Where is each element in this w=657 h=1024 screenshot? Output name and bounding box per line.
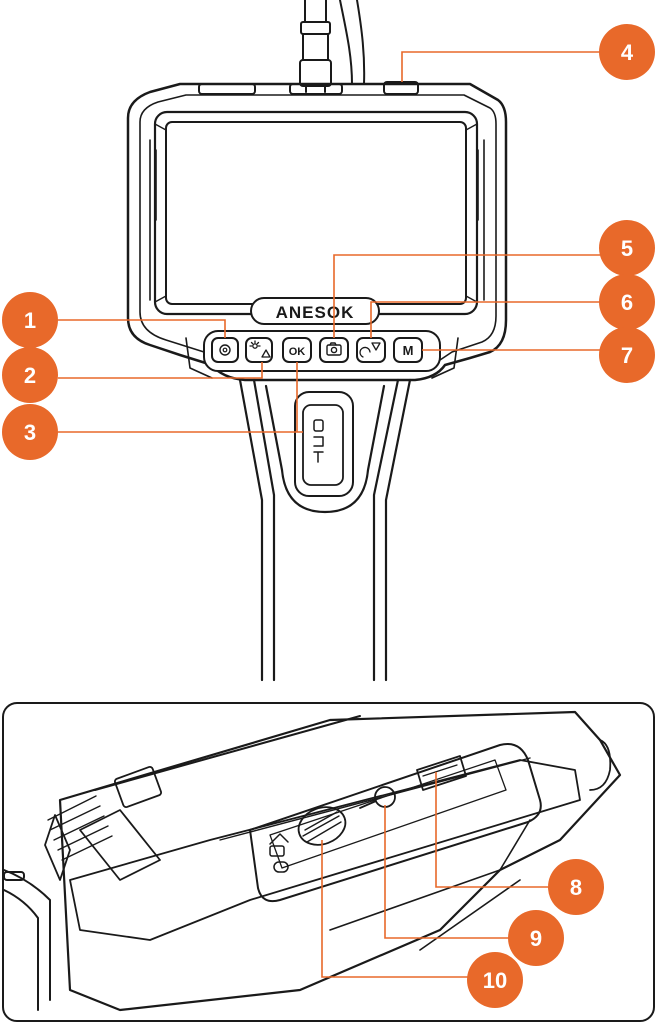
svg-text:6: 6: [621, 290, 633, 315]
camera-icon: [326, 342, 342, 356]
callout-badges: 1 2 3 4 5 6 7 8: [2, 24, 655, 1008]
svg-text:7: 7: [621, 343, 633, 368]
mode-button[interactable]: M: [393, 337, 423, 363]
cable: [299, 0, 366, 93]
svg-text:2: 2: [24, 363, 36, 388]
svg-text:1: 1: [24, 308, 36, 333]
sun-icon: [249, 340, 261, 349]
callout-9: 9: [508, 910, 564, 966]
handle: [238, 378, 412, 682]
capture-button[interactable]: [319, 337, 349, 363]
brand-badge: [250, 297, 380, 325]
callout-lines-bottom: [321, 772, 548, 978]
callout-6: 6: [599, 274, 655, 330]
callout-10: 10: [467, 952, 523, 1008]
svg-text:8: 8: [570, 875, 582, 900]
top-button[interactable]: [383, 81, 419, 95]
on-off-label-icon: [313, 419, 324, 463]
rotate-icon: [359, 346, 371, 358]
usb-port[interactable]: [416, 755, 467, 791]
callout-8: 8: [548, 859, 604, 915]
rotate-down-button[interactable]: [356, 337, 386, 363]
svg-text:9: 9: [530, 926, 542, 951]
card-lock-icon: [269, 833, 289, 873]
gear-icon: [219, 344, 231, 356]
ok-button[interactable]: OK: [282, 337, 312, 363]
device-side-view: [3, 710, 622, 1012]
callout-5: 5: [599, 220, 655, 276]
device-housing: [126, 82, 508, 382]
svg-text:3: 3: [24, 420, 36, 445]
screen: [165, 121, 467, 305]
sd-card-slot[interactable]: [293, 801, 350, 851]
port-panel: [249, 743, 542, 903]
power-switch[interactable]: [294, 391, 354, 497]
brightness-up-button[interactable]: [245, 337, 273, 363]
svg-text:4: 4: [621, 40, 634, 65]
settings-button[interactable]: [211, 337, 239, 363]
callout-1: 1: [2, 292, 58, 348]
callout-3: 3: [2, 404, 58, 460]
device-front-view: ANESOK OK: [126, 0, 508, 682]
mode-label: M: [403, 343, 414, 358]
triangle-up-icon: [261, 349, 271, 358]
callout-lines-top: [58, 51, 600, 433]
callout-2: 2: [2, 347, 58, 403]
triangle-down-icon: [371, 342, 381, 351]
detail-panel: [2, 702, 655, 1022]
callout-4: 4: [599, 24, 655, 80]
svg-text:10: 10: [483, 968, 507, 993]
ok-label: OK: [289, 346, 306, 358]
brand-name: ANESOK: [276, 303, 355, 322]
svg-text:5: 5: [621, 236, 633, 261]
callout-7: 7: [599, 327, 655, 383]
